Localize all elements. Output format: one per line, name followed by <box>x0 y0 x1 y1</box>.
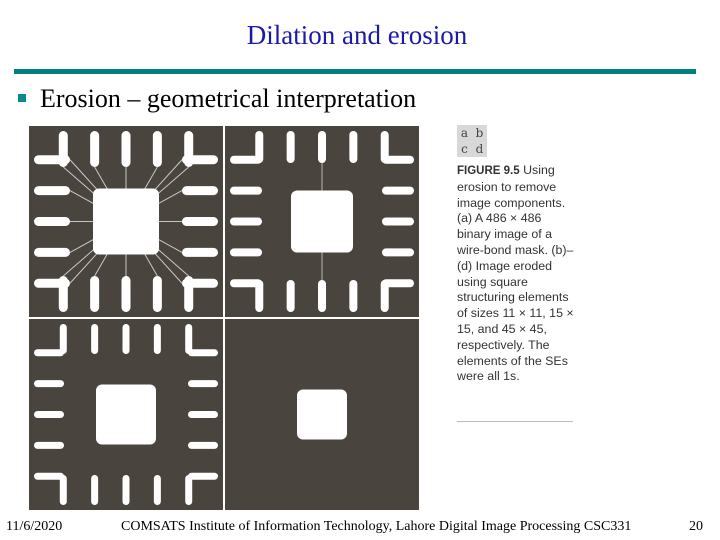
pin-top-3 <box>349 131 358 163</box>
pin-left-1 <box>34 380 64 388</box>
pin-right-4 <box>182 278 218 288</box>
slide-title: Dilation and erosion <box>246 20 468 50</box>
panel-c-center-die <box>96 384 156 445</box>
pin-right-2 <box>382 217 414 226</box>
pin-left-3 <box>34 441 64 449</box>
pin-left-3 <box>34 247 70 257</box>
pin-left-1 <box>34 186 70 196</box>
panel-d <box>225 319 419 510</box>
pin-bottom-0 <box>255 280 264 312</box>
panel-d-center-die <box>297 389 347 440</box>
caption-underline <box>457 421 573 422</box>
pin-top-1 <box>90 131 100 167</box>
pin-top-3 <box>152 131 162 167</box>
pin-left-0 <box>34 155 70 165</box>
panel-label-d: d <box>475 142 484 156</box>
pin-bottom-3 <box>153 475 161 505</box>
pin-top-3 <box>153 324 161 354</box>
square-bullet-icon <box>18 94 26 103</box>
pin-left-2 <box>34 217 70 226</box>
pin-left-2 <box>230 217 262 226</box>
panel-b <box>225 126 419 317</box>
pin-bottom-1 <box>90 276 100 312</box>
pin-left-3 <box>230 248 262 257</box>
pin-right-3 <box>188 441 218 449</box>
pin-right-4 <box>382 279 414 288</box>
pin-left-4 <box>230 279 262 288</box>
title-divider <box>14 69 696 74</box>
pin-right-4 <box>188 472 218 480</box>
pin-left-2 <box>34 411 64 418</box>
pin-top-2 <box>122 324 130 354</box>
footer-institution: COMSATS Institute of Information Technol… <box>121 519 632 534</box>
footer-date: 11/6/2020 <box>6 519 63 534</box>
panel-label-c: c <box>461 142 468 156</box>
pin-top-0 <box>255 131 264 163</box>
bullet-text: Erosion – geometrical interpretation <box>40 84 417 113</box>
pin-left-4 <box>34 472 64 480</box>
pin-bottom-3 <box>349 280 358 312</box>
pin-right-3 <box>182 247 218 257</box>
pin-left-0 <box>34 349 64 357</box>
pin-right-0 <box>382 155 414 164</box>
panel-a-center-die <box>93 188 159 255</box>
pin-left-4 <box>34 278 70 288</box>
pin-right-0 <box>188 349 218 357</box>
erosion-figure <box>28 125 420 511</box>
pin-top-1 <box>91 324 99 354</box>
pin-top-4 <box>380 131 389 163</box>
pin-right-2 <box>182 217 218 226</box>
panel-label-b: b <box>475 126 484 140</box>
pin-top-2 <box>121 131 131 167</box>
figure-caption-text: Using erosion to remove image components… <box>457 163 574 384</box>
pin-bottom-4 <box>380 280 389 312</box>
panel-c <box>29 319 223 510</box>
panel-label-grid: a b c d <box>457 125 487 157</box>
pin-right-3 <box>382 248 414 257</box>
pin-top-0 <box>59 324 67 354</box>
pin-bottom-0 <box>59 475 67 505</box>
pin-right-1 <box>188 380 218 388</box>
pin-bottom-3 <box>152 276 162 312</box>
pin-top-1 <box>286 131 295 163</box>
pin-top-4 <box>185 324 193 354</box>
pin-left-1 <box>230 186 262 195</box>
pin-right-2 <box>188 411 218 418</box>
pin-top-4 <box>184 131 194 167</box>
pin-bottom-2 <box>121 276 131 312</box>
footer-page-number: 20 <box>689 519 703 534</box>
pin-bottom-1 <box>91 475 99 505</box>
pin-bottom-2 <box>122 475 130 505</box>
panel-a <box>29 126 223 317</box>
figure-caption: FIGURE 9.5 Using erosion to remove image… <box>457 163 577 385</box>
figure-caption-label: FIGURE 9.5 <box>457 165 520 177</box>
pin-right-1 <box>382 186 414 195</box>
pin-right-1 <box>182 186 218 196</box>
erosion-figure-image <box>29 126 419 510</box>
pin-bottom-1 <box>286 280 295 312</box>
pin-bottom-4 <box>185 475 193 505</box>
panel-label-a: a <box>460 126 469 140</box>
panel-b-center-die <box>291 190 353 253</box>
bullet-item: Erosion – geometrical interpretation <box>18 84 416 114</box>
pin-left-0 <box>230 155 262 164</box>
